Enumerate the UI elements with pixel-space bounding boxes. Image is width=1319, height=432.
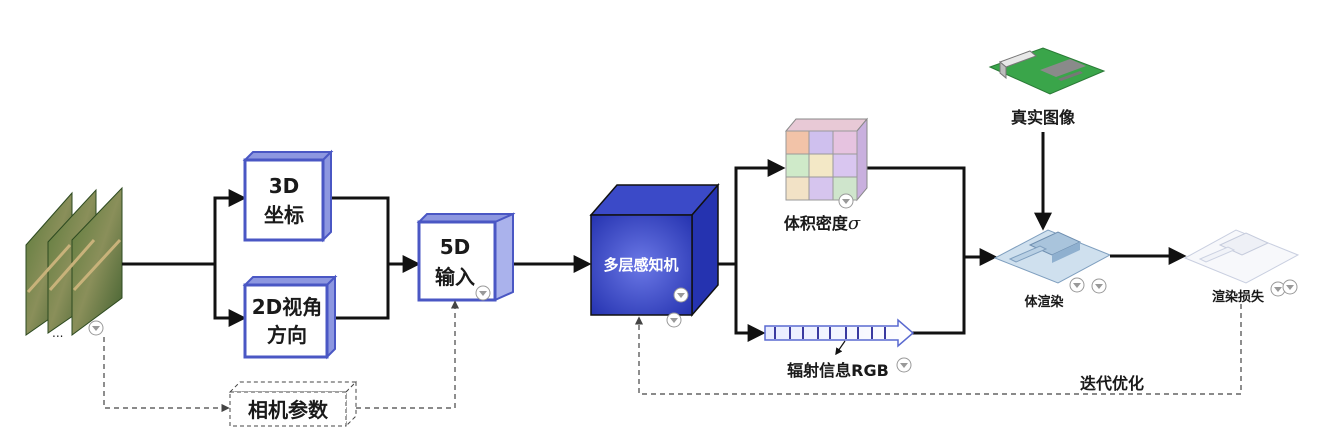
images-ellipsis: ... [52, 326, 63, 340]
dropdown-marker-icon [673, 287, 689, 303]
coord-3d-box: 3D 坐标 [242, 149, 334, 243]
input-5d-box: 5D 输入 [416, 212, 516, 302]
render-loss-label: 渲染损失 [1212, 289, 1265, 305]
dropdown-marker-icon [1270, 281, 1286, 297]
input-connectors [122, 189, 592, 327]
input-5d-line1: 5D [440, 235, 471, 259]
volume-render-scene [993, 229, 1112, 284]
iterate-label: 迭代优化 [1080, 374, 1144, 393]
mlp-cube: 多层感知机 [589, 182, 720, 318]
view-direction-box: 2D视角 方向 [242, 274, 338, 360]
coord-3d-line1: 3D [269, 174, 300, 198]
camera-params-label: 相机参数 [248, 398, 329, 422]
dropdown-marker-icon [88, 320, 104, 336]
real-image-scene [988, 47, 1106, 95]
camera-dashed-connectors [103, 300, 460, 413]
dropdown-marker-icon [475, 285, 491, 301]
view-direction-line1: 2D视角 [252, 295, 323, 319]
rgb-label: 辐射信息RGB [787, 361, 889, 380]
mlp-output-connectors [718, 159, 998, 342]
rgb-ray-bar [764, 318, 915, 356]
dropdown-marker-icon [838, 193, 854, 209]
render-loss-scene [1183, 229, 1300, 284]
mlp-label: 多层感知机 [603, 256, 678, 274]
dropdown-marker-icon [1282, 279, 1298, 295]
satellite-image-stack [25, 186, 123, 336]
input-5d-line2: 输入 [435, 265, 475, 289]
density-voxel-cube [784, 117, 869, 202]
density-label: 体积密度σ [784, 213, 861, 234]
coord-3d-line2: 坐标 [264, 203, 304, 227]
iterate-feedback-line [634, 304, 1242, 395]
view-direction-line2: 方向 [267, 323, 307, 347]
dropdown-marker-icon [666, 312, 682, 328]
dropdown-marker-icon [896, 357, 912, 373]
real-image-label: 真实图像 [1011, 108, 1076, 127]
dropdown-marker-icon [1091, 278, 1107, 294]
dropdown-marker-icon [1069, 277, 1085, 293]
volume-render-label: 体渲染 [1024, 294, 1064, 310]
camera-params-box: 相机参数 [228, 380, 358, 428]
